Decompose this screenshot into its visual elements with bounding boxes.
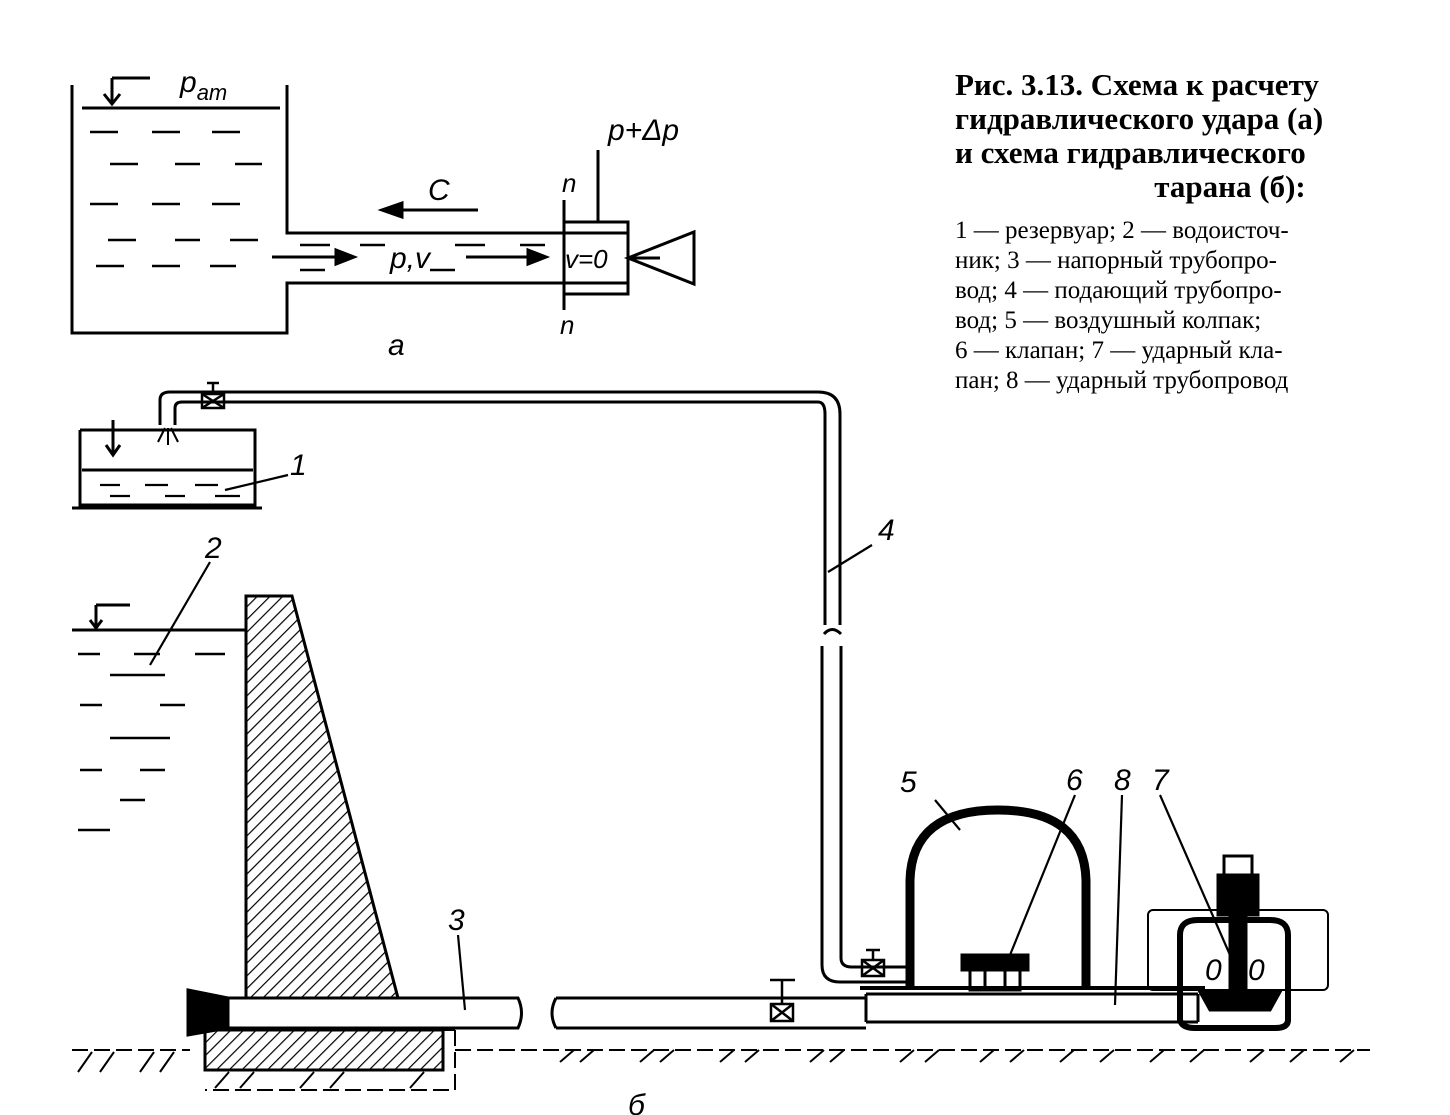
flow-arrows [272, 247, 551, 267]
number-2: 2 [204, 532, 222, 565]
tank-a [70, 85, 628, 335]
dam-foundation [203, 1028, 445, 1072]
number-6: 6 [1066, 764, 1083, 797]
number-1: 1 [290, 449, 307, 482]
source-water-dashes [78, 652, 225, 832]
reservoir-1 [72, 428, 262, 510]
flow-label: p,v [389, 242, 432, 275]
diagram-a-label: а [388, 329, 405, 362]
p-atm-label: pam [179, 66, 227, 105]
legend-line: 1 — резервуар; 2 — водоисточ- [955, 217, 1289, 244]
legend-line: вод; 4 — подающий трубопро- [955, 277, 1282, 304]
wave-speed-label: C [428, 174, 450, 207]
pressure-rise-label: p+Δp [607, 114, 679, 147]
tank-water-dashes [90, 130, 545, 272]
number-5: 5 [900, 766, 917, 799]
ground-hatch [77, 1049, 1355, 1089]
pressure-pipe-3 [228, 996, 523, 1030]
wave-arrow [377, 200, 478, 220]
caption-legend: 1 — резервуар; 2 — водоисточ- ник; 3 — н… [955, 216, 1370, 396]
figure-caption: Рис. 3.13. Схема к расчету гидравлическо… [955, 68, 1395, 396]
delivery-pipe-4 [158, 390, 842, 625]
caption-title-line: гидравлического удара (а) [955, 101, 1324, 136]
top-valve [200, 381, 226, 410]
air-cap-5 [905, 805, 1091, 988]
valve-velocity-label: v=0 [565, 244, 608, 274]
caption-title-line: и схема гидравлического [955, 135, 1306, 170]
legend-line: пан; 8 — ударный трубопровод [955, 367, 1289, 394]
caption-title-line: Рис. 3.13. Схема к расчету [955, 67, 1319, 102]
caption-title-line: тарана (б): [1154, 169, 1306, 204]
diagram-a [70, 76, 696, 335]
number-4: 4 [878, 514, 895, 547]
diagram-b [72, 381, 1370, 1091]
number-7: 7 [1152, 764, 1170, 797]
intake [186, 988, 230, 1037]
gauge-right: 0 [1248, 954, 1265, 987]
leader-lines [149, 473, 1232, 1011]
gauge-left: 0 [1205, 954, 1222, 987]
pipe-valve [769, 978, 795, 1023]
ram-pipe-8 [864, 992, 1200, 1024]
section-bottom-label: n [560, 310, 574, 340]
legend-line: ник; 3 — напорный трубопро- [955, 247, 1277, 274]
branch-valve [860, 948, 886, 978]
diagram-b-label: б [628, 1089, 646, 1115]
section-top-label: n [562, 168, 576, 198]
number-3: 3 [448, 904, 465, 937]
legend-line: вод; 5 — воздушный колпак; [955, 307, 1262, 334]
legend-line: 6 — клапан; 7 — ударный кла- [955, 337, 1283, 364]
ground-line [72, 1029, 1370, 1091]
valve-a [623, 229, 696, 287]
number-8: 8 [1114, 764, 1131, 797]
valve-7 [1177, 917, 1291, 1031]
valve-6 [960, 953, 1030, 992]
caption-title: Рис. 3.13. Схема к расчету гидравлическо… [955, 68, 1395, 204]
dam [244, 594, 400, 1000]
